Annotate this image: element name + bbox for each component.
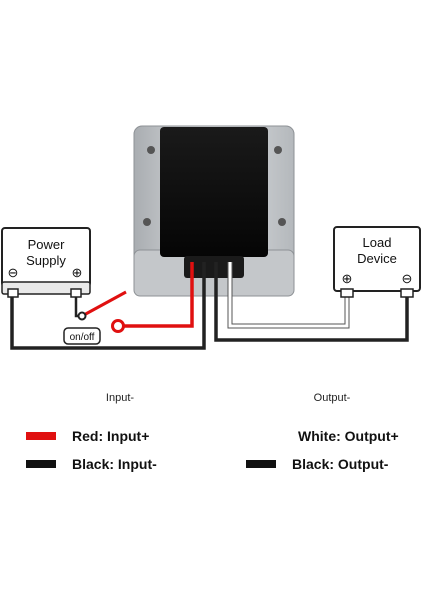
load-device-label-line1: Load: [363, 235, 392, 250]
switch-contact: [111, 319, 125, 333]
legend-swatch-red: [26, 432, 56, 440]
power-supply-terminal: [7, 288, 19, 298]
power-supply: Power Supply ⊖ ⊕: [1, 227, 91, 298]
load-device-label-line2: Device: [357, 251, 397, 266]
power-supply-terminal-strip: [1, 281, 91, 295]
mounting-hole: [143, 218, 151, 226]
legend-swatch-white: [246, 432, 276, 440]
wire-red-input-plus: [120, 262, 194, 328]
load-device-terminal: [340, 288, 354, 298]
wire-black-output-minus: [214, 262, 409, 342]
power-supply-label-line2: Supply: [26, 253, 66, 268]
input-column-label: Input-: [106, 392, 134, 404]
legend-black-output-minus: Black: Output-: [292, 456, 389, 472]
minus-terminal-icon: ⊖: [402, 271, 413, 286]
load-device-terminal: [400, 288, 414, 298]
legend-swatch-black: [26, 460, 56, 468]
mounting-hole: [274, 146, 282, 154]
mounting-hole: [147, 146, 155, 154]
switch-label-box: [63, 327, 101, 345]
switch-label: on/off: [70, 332, 95, 343]
load-device: Load Device ⊕ ⊖: [333, 226, 421, 298]
wire-white-output-plus: [228, 262, 349, 328]
wire-black-input-minus: [10, 262, 206, 350]
plus-terminal-icon: ⊕: [72, 265, 83, 280]
converter-module: [133, 125, 295, 297]
power-supply-label-line1: Power: [28, 237, 66, 252]
wire-legend: Red: Input+ Black: Input- White: Output+…: [26, 428, 399, 472]
minus-terminal-icon: ⊖: [8, 265, 19, 280]
converter-black-panel: [160, 127, 268, 257]
legend-swatch-black: [246, 460, 276, 468]
on-off-switch: on/off: [63, 290, 127, 345]
legend-black-input-minus: Black: Input-: [72, 456, 157, 472]
plus-terminal-icon: ⊕: [342, 271, 353, 286]
legend-white-output-plus: White: Output+: [298, 428, 399, 444]
legend-red-input-plus: Red: Input+: [72, 428, 149, 444]
output-column-label: Output-: [314, 392, 351, 404]
mounting-hole: [278, 218, 286, 226]
power-supply-terminal: [70, 288, 82, 298]
